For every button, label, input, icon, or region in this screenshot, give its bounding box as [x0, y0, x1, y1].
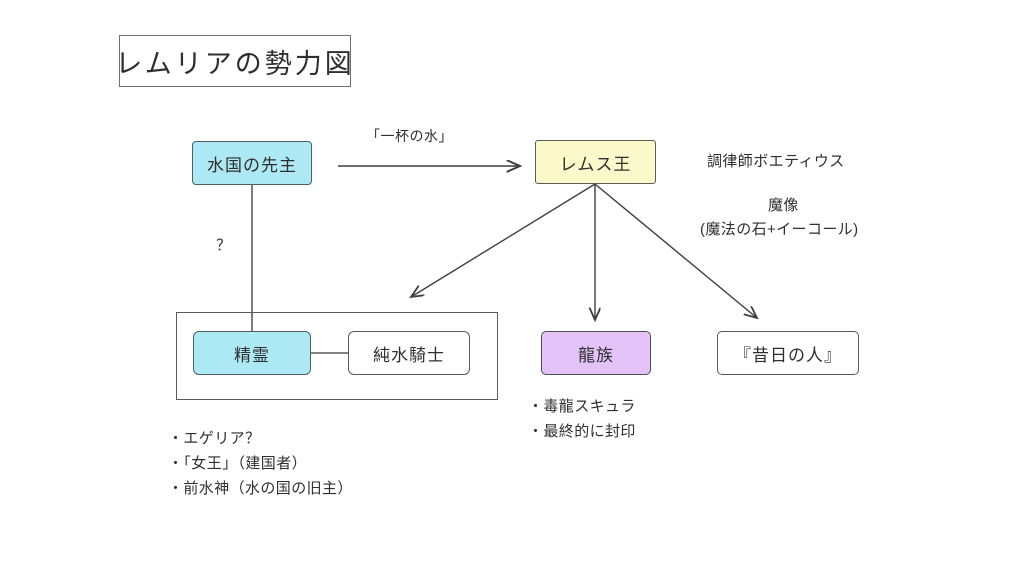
list-item: ・エゲリア？	[168, 430, 261, 447]
node-water-lord[interactable]: 水国の先主	[192, 141, 312, 185]
note-boethius: 調律師ボエティウス	[707, 153, 845, 170]
note-golem-ingredients: (魔法の石+イーコール)	[700, 218, 863, 242]
edge-label-cup-of-water: 「一杯の水」	[364, 126, 457, 149]
node-king-remus-label: レムス王	[559, 154, 632, 174]
node-water-lord-label: 水国の先主	[207, 155, 297, 175]
note-golem-ingredients-prefix: (魔法の石+	[700, 221, 777, 238]
list-item: ・毒龍スキュラ	[528, 398, 636, 415]
node-dragon-clan-label: 龍族	[578, 345, 614, 365]
node-spirit[interactable]: 精霊	[193, 331, 311, 375]
node-pure-water-knight[interactable]: 純水騎士	[348, 331, 470, 375]
edge-label-question: ？	[216, 237, 232, 254]
list-item: ・「女王」（建国者）	[168, 455, 308, 472]
edge-king-to-ancients	[594, 183, 757, 318]
edge-king-to-spirit-group	[411, 183, 596, 297]
note-golem-ingredients-highlight: イーコール)	[774, 218, 863, 242]
list-item: ・最終的に封印	[528, 423, 636, 440]
note-golem: 魔像	[768, 197, 799, 214]
node-dragon-clan[interactable]: 龍族	[541, 331, 651, 375]
node-ancients-label: 『昔日の人』	[734, 345, 842, 365]
page-title: レムリアの勢力図	[115, 48, 355, 79]
bullet-list-spirit: ・エゲリア？ ・「女王」（建国者） ・前水神（水の国の旧主）	[168, 426, 353, 501]
diagram-title-box: レムリアの勢力図	[115, 35, 352, 87]
node-pure-water-knight-label: 純水騎士	[373, 345, 445, 365]
node-king-remus[interactable]: レムス王	[535, 140, 656, 184]
list-item: ・前水神（水の国の旧主）	[168, 480, 353, 497]
spirit-faction-group	[176, 312, 498, 400]
node-ancients[interactable]: 『昔日の人』	[717, 331, 859, 375]
node-spirit-label: 精霊	[234, 345, 270, 365]
bullet-list-dragon: ・毒龍スキュラ ・最終的に封印	[528, 394, 636, 444]
edge-label-cup-of-water-text: 「一杯の水」	[364, 128, 457, 149]
